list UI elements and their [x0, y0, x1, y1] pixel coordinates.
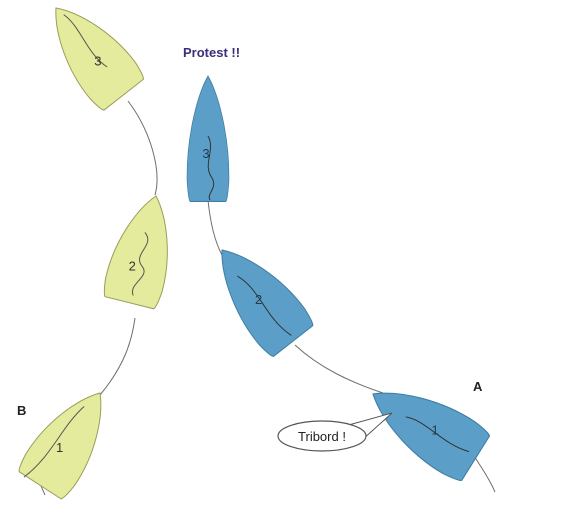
blue-boat-2-number: 2: [255, 292, 262, 307]
blue-boat-1-number: 1: [432, 422, 439, 437]
blue-boat-3-number: 3: [202, 146, 209, 161]
yellow-track: [99, 100, 158, 396]
yellow-boat-1: 1: [15, 376, 125, 502]
yellow-boat-2: 2: [100, 188, 185, 311]
blue-boat-3: 3: [186, 75, 230, 202]
blue-boat-1: 1: [356, 367, 493, 485]
starboard-callout: Tribord !: [277, 412, 393, 452]
boat-b-label: B: [17, 403, 26, 418]
blue-boat-2: 2: [198, 231, 317, 360]
yellow-boat-2-number: 2: [129, 258, 136, 273]
callout-text: Tribord !: [298, 429, 346, 444]
yellow-boat-3-number: 3: [94, 54, 101, 69]
yellow-boat-3: 3: [32, 0, 148, 114]
protest-label: Protest !!: [183, 45, 240, 60]
boat-a-label: A: [473, 379, 483, 394]
yellow-boat-1-number: 1: [56, 440, 63, 455]
